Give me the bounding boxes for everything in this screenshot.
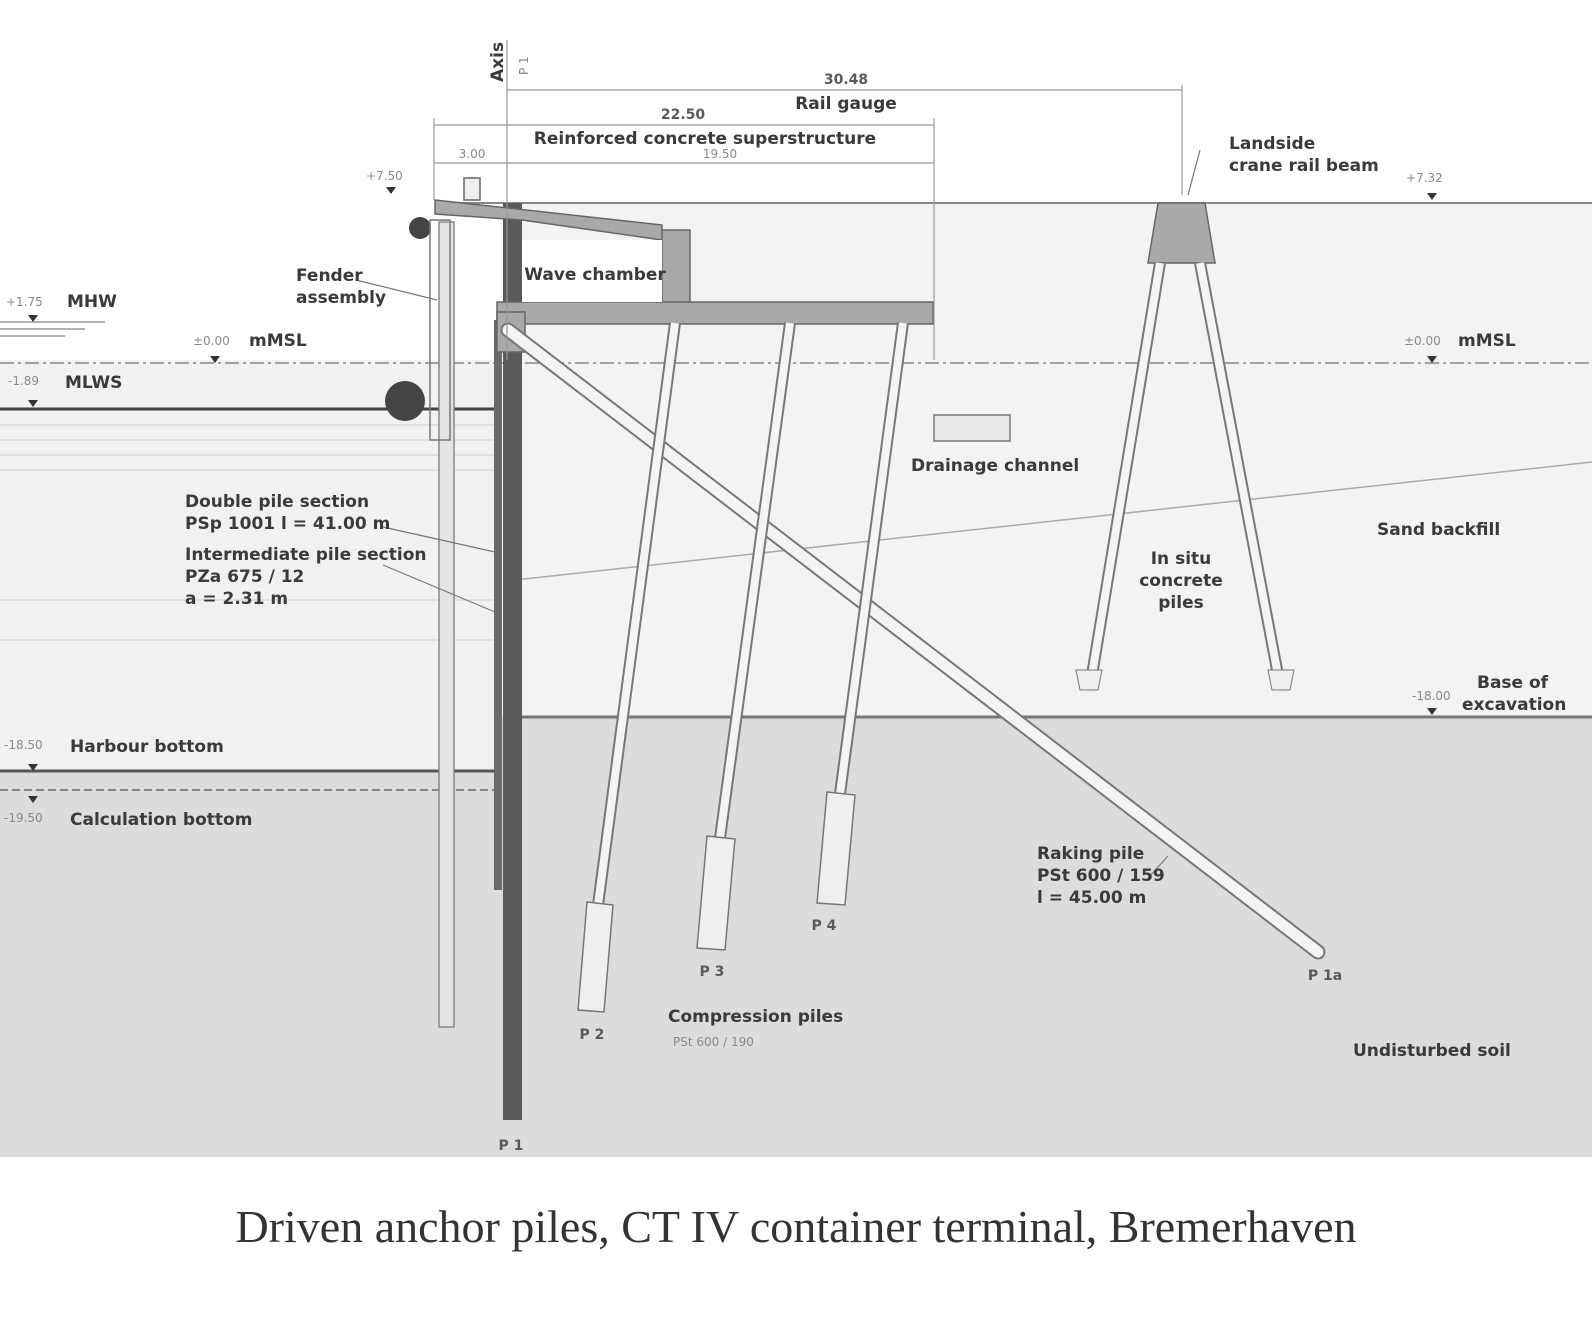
mhw-lines: [0, 321, 105, 337]
pile-tag-p1a: P 1a: [1308, 968, 1342, 984]
sheet-pile-p1-flange: [494, 320, 502, 890]
pile-tag-p4: P 4: [812, 918, 837, 934]
fender-label-1: Fender: [296, 266, 363, 286]
mmsl-left-label: mMSL: [249, 331, 307, 351]
level-top-right-value: +7.32: [1406, 171, 1443, 185]
excavation-label-2: excavation: [1462, 695, 1566, 715]
sand-backfill-label: Sand backfill: [1377, 520, 1500, 540]
sub-right-dimension: 19.50: [703, 147, 737, 161]
level-top-left-value: +7.50: [366, 169, 403, 183]
axis-label: Axis: [488, 42, 508, 82]
wave-chamber-label: Wave chamber: [524, 265, 666, 285]
rail-left: [463, 177, 481, 201]
intermediate-pile-label-2: PZa 675 / 12: [185, 567, 304, 587]
fender-frame: [429, 219, 451, 441]
fender-label-2: assembly: [296, 288, 386, 308]
compression-pile-p4: [816, 322, 909, 906]
water-zone: [0, 360, 500, 770]
pile-tag-p2: P 2: [580, 1027, 605, 1043]
water-lines: [0, 424, 500, 641]
sand-backfill-zone: [515, 203, 1592, 717]
mmsl-right-value: ±0.00: [1404, 334, 1441, 348]
compression-piles-label: Compression piles: [668, 1007, 843, 1027]
double-pile-label-2: PSp 1001 l = 41.00 m: [185, 514, 390, 534]
figure-caption: Driven anchor piles, CT IV container ter…: [235, 1201, 1357, 1252]
compression-pile-p3: [696, 322, 796, 951]
harbour-bottom-value: -18.50: [4, 738, 43, 752]
undisturbed-soil-zone: [0, 717, 1592, 1157]
intermediate-pile: [438, 221, 455, 1028]
landside-label-1: Landside: [1229, 134, 1315, 154]
intermediate-pile-label-1: Intermediate pile section: [185, 545, 427, 565]
fender-upper: [409, 217, 431, 239]
rail-gauge-label: Rail gauge: [795, 94, 897, 114]
excavation-label-1: Base of: [1477, 673, 1549, 693]
drainage-label: Drainage channel: [911, 456, 1079, 476]
undisturbed-soil-label: Undisturbed soil: [1353, 1041, 1511, 1061]
sheet-pile-p1: [503, 203, 522, 1120]
in-situ-label-1: In situ: [1151, 549, 1212, 569]
fender-lower: [385, 381, 425, 421]
superstructure: [434, 199, 934, 353]
double-pile-label-1: Double pile section: [185, 492, 369, 512]
superstructure-value: 22.50: [661, 107, 706, 123]
mhw-value: +1.75: [6, 295, 43, 309]
drainage-channel: [933, 414, 1011, 442]
raking-pile-p1a-inner: [502, 324, 1324, 958]
backfill-slope-line: [514, 461, 1592, 581]
compression-piles-spec: PSt 600 / 190: [673, 1035, 754, 1049]
wave-chamber: [522, 240, 662, 302]
mmsl-right-label: mMSL: [1458, 331, 1516, 351]
intermediate-pile-label-3: a = 2.31 m: [185, 589, 288, 609]
calculation-bottom-value: -19.50: [4, 811, 43, 825]
axis-ref-label: P 1: [517, 56, 531, 75]
raking-pile-label-1: Raking pile: [1037, 844, 1144, 864]
level-markers: [28, 187, 1437, 803]
leader-lines: [355, 149, 1201, 879]
in-situ-label-2: concrete: [1139, 571, 1223, 591]
compression-pile-p2: [577, 322, 681, 1013]
in-situ-label-3: piles: [1158, 593, 1203, 613]
in-situ-piles: [1075, 202, 1295, 691]
superstructure-label: Reinforced concrete superstructure: [534, 129, 876, 149]
mhw-label: MHW: [67, 292, 117, 312]
raking-pile-label-3: l = 45.00 m: [1037, 888, 1146, 908]
sub-left-dimension: 3.00: [459, 147, 486, 161]
pile-tag-p3: P 3: [700, 964, 725, 980]
harbour-bottom-label: Harbour bottom: [70, 737, 224, 757]
dimension-lines: [433, 40, 1183, 360]
quay-wall-section-diagram: Axis P 1 30.48 Rail gauge 22.50 Reinforc…: [0, 40, 1592, 1157]
landside-label-2: crane rail beam: [1229, 156, 1379, 176]
rail-gauge-value: 30.48: [824, 72, 868, 88]
pile-tag-p1: P 1: [499, 1138, 524, 1154]
mlws-value: -1.89: [8, 374, 39, 388]
excavation-value: -18.00: [1412, 689, 1451, 703]
mmsl-left-value: ±0.00: [193, 334, 230, 348]
mlws-label: MLWS: [65, 373, 122, 393]
calculation-bottom-label: Calculation bottom: [70, 810, 252, 830]
raking-pile-label-2: PSt 600 / 159: [1037, 866, 1165, 886]
